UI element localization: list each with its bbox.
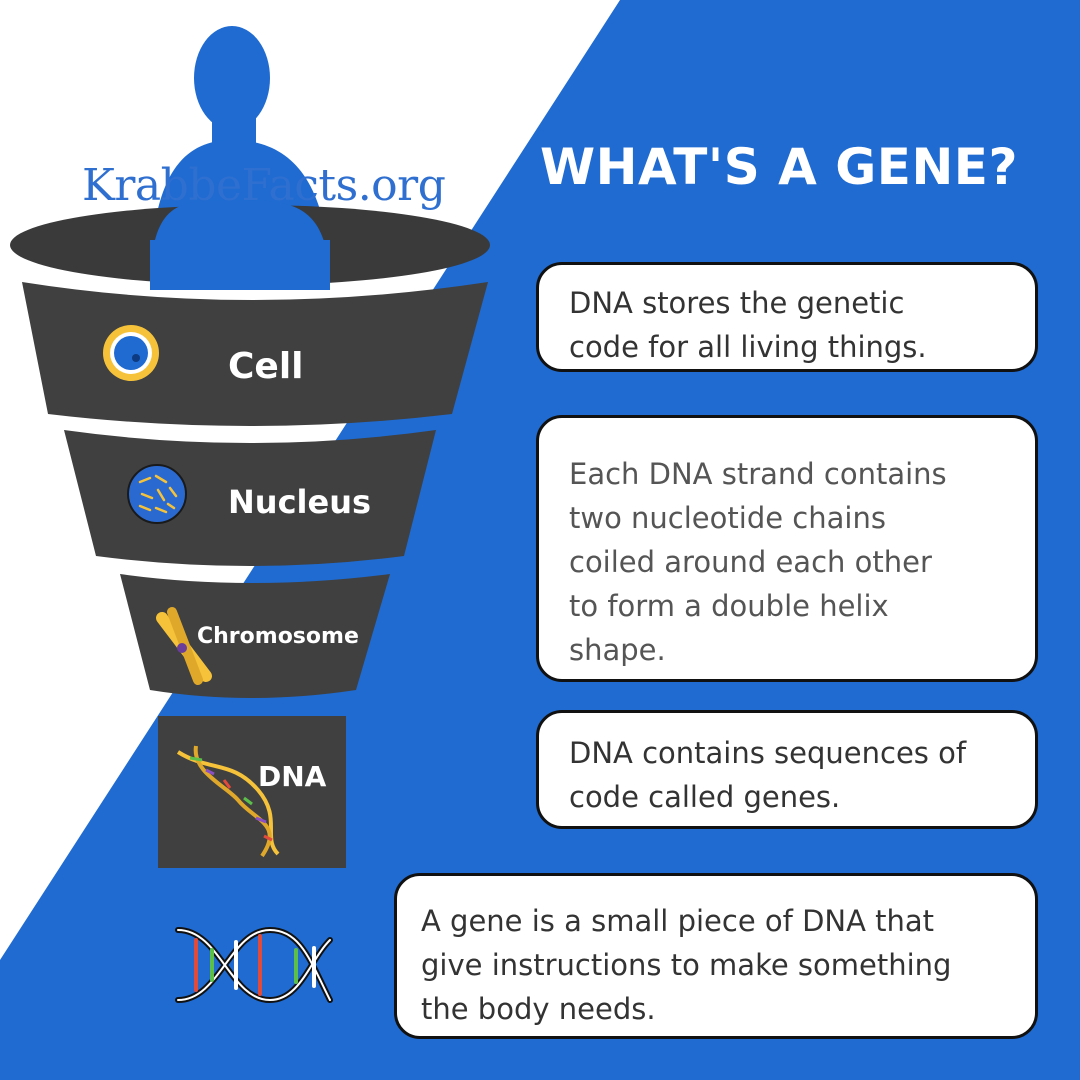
- funnel-label-chromosome: Chromosome: [197, 624, 359, 649]
- fact-line: A gene is a small piece of DNA that: [421, 904, 935, 938]
- fact-line: shape.: [569, 633, 666, 667]
- fact-line: two nucleotide chains: [569, 501, 886, 535]
- funnel-section-cell: [22, 282, 488, 426]
- fact-line: code for all living things.: [569, 330, 927, 364]
- dna-strand-icon: [175, 926, 333, 1004]
- fact-line: give instructions to make something: [421, 948, 952, 982]
- fact-line: DNA contains sequences of: [569, 736, 967, 770]
- fact-line: the body needs.: [421, 992, 656, 1026]
- fact-card-1: DNA stores the genetic code for all livi…: [536, 262, 1038, 372]
- page-title: WHAT'S A GENE?: [540, 138, 1018, 196]
- dna-helix-icon: [176, 745, 280, 858]
- chromosome-icon: [156, 607, 212, 685]
- funnel-label-dna: DNA: [258, 760, 327, 793]
- logo-text: KrabbeFacts.org: [82, 160, 446, 211]
- fact-card-2: Each DNA strand contains two nucleotide …: [536, 415, 1038, 682]
- fact-card-4: A gene is a small piece of DNA that give…: [394, 873, 1038, 1039]
- funnel-label-cell: Cell: [228, 346, 304, 387]
- fact-line: to form a double helix: [569, 589, 889, 623]
- cell-icon: [103, 325, 159, 381]
- fact-line: coiled around each other: [569, 545, 932, 579]
- nucleus-icon: [127, 464, 187, 524]
- fact-card-3: DNA contains sequences of code called ge…: [536, 710, 1038, 829]
- funnel-section-chromosome: [120, 574, 390, 698]
- funnel-section-dna: [158, 716, 346, 868]
- fact-line: DNA stores the genetic: [569, 286, 905, 320]
- person-torso: [150, 240, 330, 290]
- funnel-label-nucleus: Nucleus: [228, 483, 372, 521]
- fact-line: Each DNA strand contains: [569, 457, 947, 491]
- fact-line: code called genes.: [569, 780, 841, 814]
